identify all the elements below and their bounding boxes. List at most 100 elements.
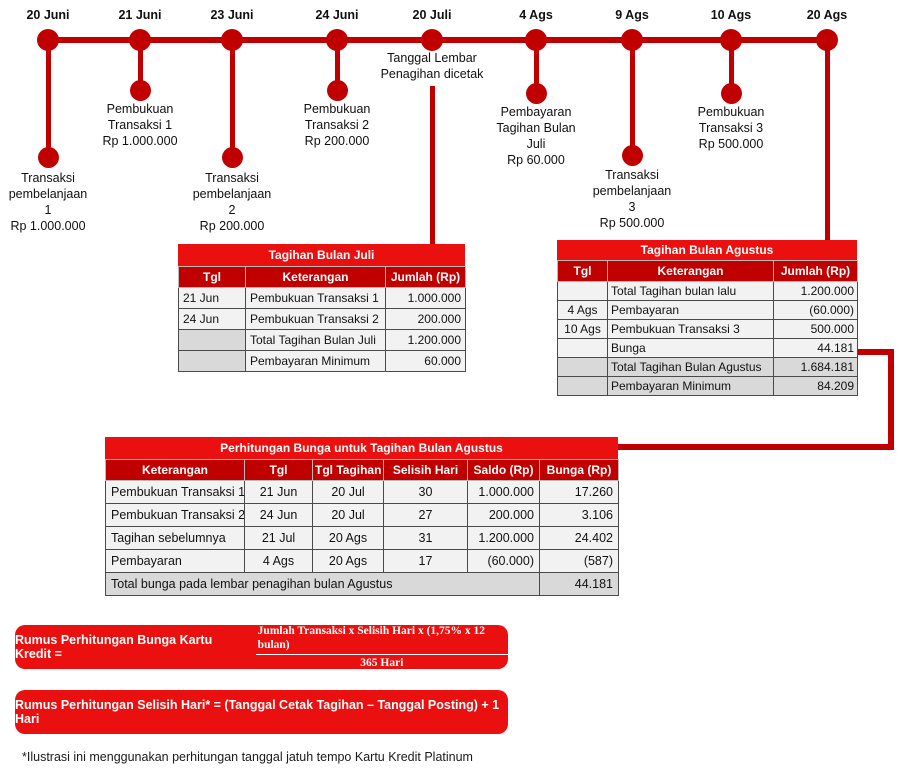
footnote: *Ilustrasi ini menggunakan perhitungan t… xyxy=(22,750,473,764)
cell: 21 Jun xyxy=(178,287,246,309)
timeline-dot xyxy=(525,29,547,51)
table-footer-row: Total bunga pada lembar penagihan bulan … xyxy=(105,572,619,596)
fraction-numerator: Jumlah Transaksi x Selisih Hari x (1,75%… xyxy=(255,624,508,655)
timeline-stem xyxy=(534,40,539,93)
cell: 60.000 xyxy=(385,350,466,372)
timeline-dot xyxy=(129,29,151,51)
cell xyxy=(557,338,608,358)
cell: 21 Jun xyxy=(244,480,313,504)
cell: 4 Ags xyxy=(557,300,608,320)
table-row: Pembayaran 4 Ags 20 Ags 17 (60.000) (587… xyxy=(105,549,619,573)
table-row: Pembayaran Minimum 84.209 xyxy=(557,376,858,396)
timeline-date: 20 Ags xyxy=(806,8,848,22)
column-header: Tgl xyxy=(557,260,608,282)
table-row: 24 Jun Pembukuan Transaksi 2 200.000 xyxy=(178,308,466,330)
table-row: Pembukuan Transaksi 1 21 Jun 20 Jul 30 1… xyxy=(105,480,619,504)
column-header: Keterangan xyxy=(245,266,386,288)
footer-value-cell: 44.181 xyxy=(539,572,619,596)
juli-table-title: Tagihan Bulan Juli xyxy=(178,244,465,266)
timeline-date: 10 Ags xyxy=(710,8,752,22)
cell: Pembukuan Transaksi 1 xyxy=(105,480,245,504)
table-row: 10 Ags Pembukuan Transaksi 3 500.000 xyxy=(557,319,858,339)
interest-formula-box: Rumus Perhitungan Bunga Kartu Kredit = J… xyxy=(15,625,508,669)
column-header: Saldo (Rp) xyxy=(467,459,540,481)
connector-to-agustus-table xyxy=(825,40,830,242)
event-label: Transaksi pembelanjaan 2 Rp 200.000 xyxy=(192,171,272,233)
agustus-table: Tagihan Bulan Agustus Tgl Keterangan Jum… xyxy=(557,240,858,396)
column-header: Keterangan xyxy=(607,260,774,282)
timeline-date: 20 Juli xyxy=(412,8,452,22)
cell: 17 xyxy=(383,549,468,573)
timeline-dot xyxy=(720,29,742,51)
cell: 4 Ags xyxy=(244,549,313,573)
cell: 21 Jul xyxy=(244,526,313,550)
fraction-denominator: 365 Hari xyxy=(360,656,404,669)
timeline-stem xyxy=(138,40,143,90)
cell: 84.209 xyxy=(773,376,858,396)
cell: 44.181 xyxy=(773,338,858,358)
cell: 20 Jul xyxy=(312,480,384,504)
cell: 3.106 xyxy=(539,503,619,527)
event-label: Pembukuan Transaksi 3 Rp 500.000 xyxy=(697,105,765,151)
cell: 200.000 xyxy=(385,308,466,330)
timeline-dot xyxy=(621,29,643,51)
day-difference-formula-box: Rumus Perhitungan Selisih Hari* = (Tangg… xyxy=(15,690,508,734)
cell: 17.260 xyxy=(539,480,619,504)
column-header: Selisih Hari xyxy=(383,459,468,481)
cell: Pembayaran xyxy=(105,549,245,573)
cell: 30 xyxy=(383,480,468,504)
timeline-dot xyxy=(816,29,838,51)
event-dot xyxy=(222,147,243,168)
cell xyxy=(557,357,608,377)
cell: Total Tagihan bulan lalu xyxy=(607,281,774,301)
column-header: Keterangan xyxy=(105,459,245,481)
day-difference-formula-label: Rumus Perhitungan Selisih Hari* = (Tangg… xyxy=(15,698,500,726)
cell: 24 Jun xyxy=(244,503,313,527)
cell: Pembukuan Transaksi 3 xyxy=(607,319,774,339)
cell: 27 xyxy=(383,503,468,527)
table-row: 21 Jun Pembukuan Transaksi 1 1.000.000 xyxy=(178,287,466,309)
cell: 10 Ags xyxy=(557,319,608,339)
event-dot xyxy=(38,147,59,168)
cell: Pembayaran Minimum xyxy=(607,376,774,396)
timeline-date: 21 Juni xyxy=(118,8,162,22)
footer-label-cell: Total bunga pada lembar penagihan bulan … xyxy=(105,572,540,596)
cell: 1.200.000 xyxy=(385,329,466,351)
interest-table: Perhitungan Bunga untuk Tagihan Bulan Ag… xyxy=(105,437,619,596)
cell: 1.000.000 xyxy=(467,480,540,504)
table-row: Bunga 44.181 xyxy=(557,338,858,358)
interest-formula-fraction: Jumlah Transaksi x Selisih Hari x (1,75%… xyxy=(255,624,508,670)
timeline-dot xyxy=(421,29,443,51)
interest-table-title: Perhitungan Bunga untuk Tagihan Bulan Ag… xyxy=(105,437,618,459)
timeline-stem xyxy=(335,40,340,90)
timeline-dot xyxy=(221,29,243,51)
cell: (60.000) xyxy=(773,300,858,320)
event-dot xyxy=(526,83,547,104)
table-row: Total Tagihan Bulan Juli 1.200.000 xyxy=(178,329,466,351)
cell: Total Tagihan Bulan Juli xyxy=(245,329,386,351)
table-row: Pembukuan Transaksi 2 24 Jun 20 Jul 27 2… xyxy=(105,503,619,527)
cell xyxy=(557,376,608,396)
connector-bunga-vertical xyxy=(888,349,894,450)
column-header: Bunga (Rp) xyxy=(539,459,619,481)
timeline-dot xyxy=(37,29,59,51)
cell: 20 Ags xyxy=(312,549,384,573)
event-label: Tanggal Lembar Penagihan dicetak xyxy=(380,51,484,81)
table-row: 4 Ags Pembayaran (60.000) xyxy=(557,300,858,320)
cell: 31 xyxy=(383,526,468,550)
table-row: Pembayaran Minimum 60.000 xyxy=(178,350,466,372)
cell: 1.200.000 xyxy=(467,526,540,550)
timeline-date: 24 Juni xyxy=(315,8,359,22)
cell: Total Tagihan Bulan Agustus xyxy=(607,357,774,377)
cell: (60.000) xyxy=(467,549,540,573)
cell: 500.000 xyxy=(773,319,858,339)
timeline-stem xyxy=(230,40,235,157)
column-header: Jumlah (Rp) xyxy=(773,260,858,282)
cell xyxy=(178,329,246,351)
event-label: Pembukuan Transaksi 1 Rp 1.000.000 xyxy=(102,102,178,148)
interest-formula-label: Rumus Perhitungan Bunga Kartu Kredit = xyxy=(15,633,213,661)
timeline-date: 20 Juni xyxy=(26,8,70,22)
column-header: Jumlah (Rp) xyxy=(385,266,466,288)
table-row: Tagihan sebelumnya 21 Jul 20 Ags 31 1.20… xyxy=(105,526,619,550)
